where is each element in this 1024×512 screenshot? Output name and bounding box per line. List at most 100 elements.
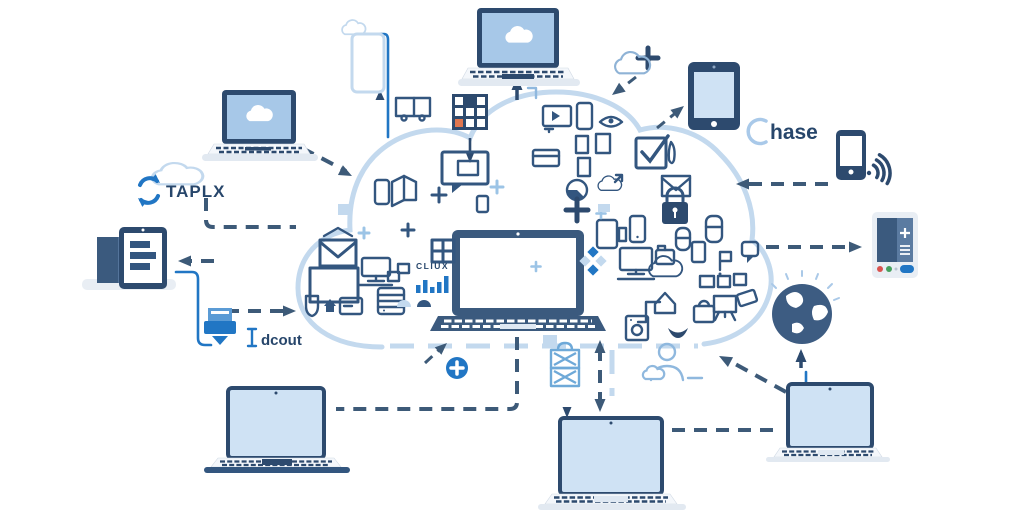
laptop-base [204,467,350,473]
frame-icon [308,266,360,304]
app-grid-icon [452,94,488,130]
dashed-connector [727,358,787,394]
small-monitor-icon [356,256,394,287]
small-down-arrow [562,407,572,418]
dashed-connector [301,146,347,173]
green-dot [886,266,892,272]
squares-row-icon [698,272,748,289]
credit-card-icon [531,148,561,168]
link-squares-icon [386,262,411,283]
phone-icon [575,101,594,131]
chase-logo: hase [746,117,818,146]
plus-icon [489,179,505,195]
laptop-screen [460,238,576,308]
video-player-icon [541,104,573,134]
presentation-board-icon [712,294,738,322]
laptop-base [538,504,686,510]
laptop-base [458,79,580,86]
tablet-top-right [688,62,740,130]
dashed-connector [204,198,296,229]
printer-icon [204,308,236,345]
sync-icon [138,174,160,207]
tablet-pair-icon [595,218,628,250]
blue-elbow-connector [174,270,213,347]
home-button [711,121,717,127]
blue-button [900,265,914,273]
cliux-label: CLIUX [416,261,449,271]
home-icon [324,299,336,312]
bar-chart-icon [416,276,449,293]
tablet-icon [574,134,590,155]
add-badge-icon [446,357,468,379]
eye-icon [598,115,624,128]
dashed-connector [423,347,442,365]
tablet-stack-left [82,227,176,290]
square-icon [543,335,557,344]
dcout-label-group: dcout [246,327,302,349]
topright-sketch [614,45,661,75]
laptop-base [766,457,890,462]
laptop-top-center [458,8,580,86]
envelope-icon [660,174,692,198]
plus-icon [900,228,910,238]
shield-icon [304,294,320,318]
window-grid-icon [430,238,456,264]
crate-x-icon [549,341,581,388]
dcout-label: dcout [261,332,302,349]
cloud-interior-icons: CLIUX [304,101,760,344]
blue-line-connector [368,32,390,139]
laptop-screen [226,386,326,460]
checkbox-pen-icon [634,134,676,170]
tablet-icon [594,132,612,155]
phone-icon [628,214,647,244]
house-icon [653,291,677,315]
shopping-bag-icon [692,299,716,324]
monitor-icon [616,246,656,281]
phone-screen [840,136,862,166]
phone-icon [475,194,490,214]
camera-icon [654,244,676,266]
phone-icon [373,178,391,206]
plus-icon [357,226,371,240]
flag-sign-icon [718,250,733,276]
card-dash-icon [338,296,364,316]
central-laptop [430,230,606,331]
monitor-speech-icon [440,150,490,193]
open-book-icon [390,174,418,208]
cliux-chart: CLIUX [416,261,449,293]
laptop-screen [786,382,874,450]
jar-icon [674,226,692,252]
taplx-label: TAPLX [166,182,225,201]
step-pipe-icon [636,300,662,324]
laptop-base [202,154,318,161]
laptop-bottom-right [766,382,890,462]
crescent-icon [746,117,768,146]
plus-icon [530,260,542,273]
sketch-cloud-icon [614,50,652,75]
light-bracket [526,86,538,100]
globe-icon [771,270,840,344]
mound-icon [417,300,431,307]
envelope-icon [318,226,358,268]
laptop-screen [558,416,664,496]
square-icon [338,204,349,215]
phone-icon [690,240,707,264]
jar-icon [704,214,724,244]
home-button [848,169,854,175]
plus-icon [430,186,448,204]
plus-icon [400,222,416,238]
tablet-icon [576,156,592,178]
padlock-icon [662,186,688,224]
laptop-top-left [202,90,318,161]
user-cloud-icon [641,342,704,382]
smartphone-right [836,130,866,180]
tablet-screen [694,72,734,118]
globe-ticks [771,270,840,301]
speech-bubble-icon [740,240,760,263]
dark-wave-icon [668,328,688,338]
sketch-cloud-icon [341,19,367,36]
door-file-sketch [341,19,386,94]
laptop-bottom-left [204,386,350,473]
truck-icon [394,96,432,122]
